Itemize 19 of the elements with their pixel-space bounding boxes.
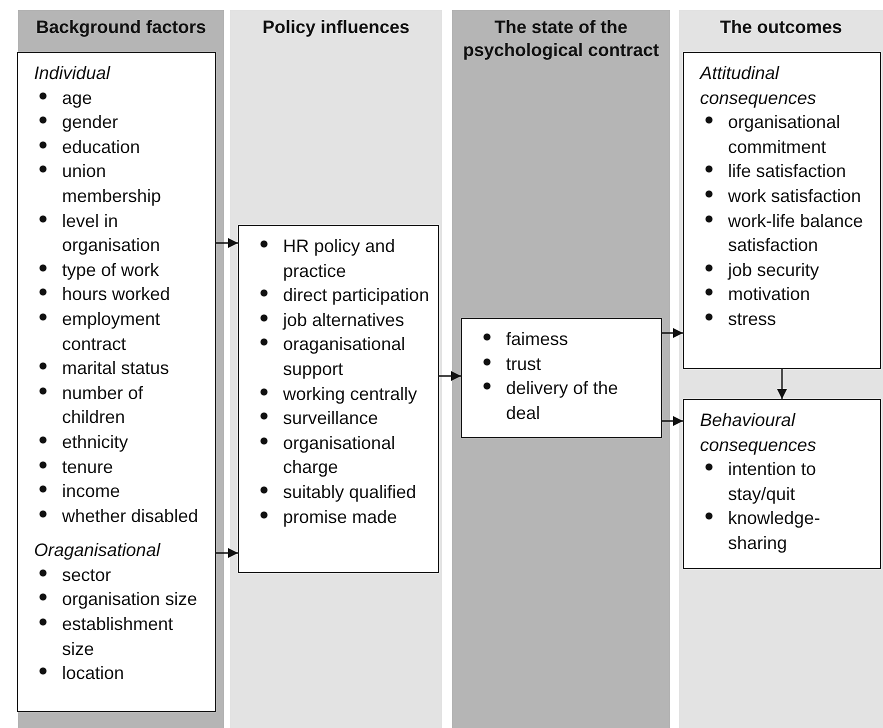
list-box <box>683 399 881 569</box>
column-band <box>679 10 883 728</box>
arrow <box>216 238 238 248</box>
arrow <box>662 416 683 426</box>
column-heading: Policy influences <box>261 16 411 39</box>
list-box <box>461 318 662 438</box>
column-heading: The state of the psychological contract <box>462 16 660 62</box>
arrow <box>662 328 683 338</box>
section-heading: Oraganisational <box>34 539 162 562</box>
section-heading: Individual <box>34 62 112 85</box>
column-band <box>230 10 442 728</box>
arrow <box>216 548 238 558</box>
list-box <box>683 52 881 369</box>
list-box <box>238 225 439 573</box>
arrow <box>439 371 461 381</box>
column-band <box>452 10 670 728</box>
column-heading: Background factors <box>34 16 208 39</box>
arrow <box>777 369 787 399</box>
column-heading: The outcomes <box>718 16 844 39</box>
